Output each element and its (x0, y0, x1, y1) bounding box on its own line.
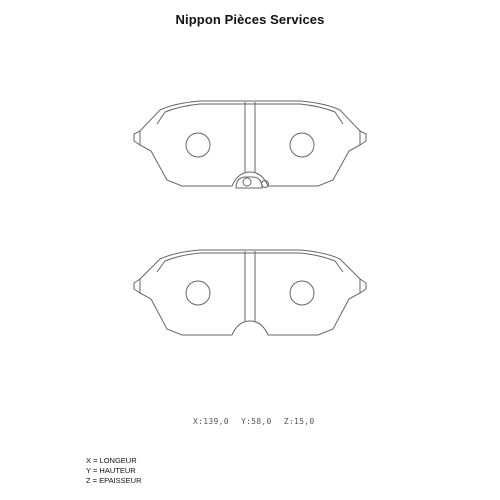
legend-item: X = LONGEUR (86, 456, 137, 465)
wear-indicator-hole (242, 177, 252, 187)
pad-chamfer-right (359, 278, 367, 294)
piston-mark-left (185, 280, 211, 306)
pad-backing-line (156, 252, 344, 273)
dimension-y: Y:58,0 (240, 417, 272, 426)
brand-title: Nippon Pièces Services (175, 12, 325, 27)
dimensions-readout: X:139,0 Y:58,0 Z:15,0 (193, 417, 321, 426)
pad-chamfer-right (359, 130, 367, 146)
pad-chamfer-left (133, 278, 141, 294)
legend-item: Z = EPAISSEUR (86, 476, 142, 485)
piston-mark-right (289, 280, 315, 306)
brake-pad-top (133, 100, 367, 189)
pad-outline (139, 100, 361, 187)
pad-backing-line (156, 103, 344, 125)
dimension-x: X:139,0 (193, 417, 229, 426)
dimension-z: Z:15,0 (283, 417, 315, 426)
pad-outline (139, 249, 361, 336)
piston-mark-right (289, 132, 315, 158)
wear-indicator-rivet (261, 180, 269, 188)
pad-chamfer-left (133, 130, 141, 146)
brake-pad-bottom (133, 249, 367, 336)
dimension-legend: X = LONGEUR Y = HAUTEUR Z = EPAISSEUR (86, 456, 142, 486)
legend-item: Y = HAUTEUR (86, 466, 136, 475)
piston-mark-left (185, 132, 211, 158)
